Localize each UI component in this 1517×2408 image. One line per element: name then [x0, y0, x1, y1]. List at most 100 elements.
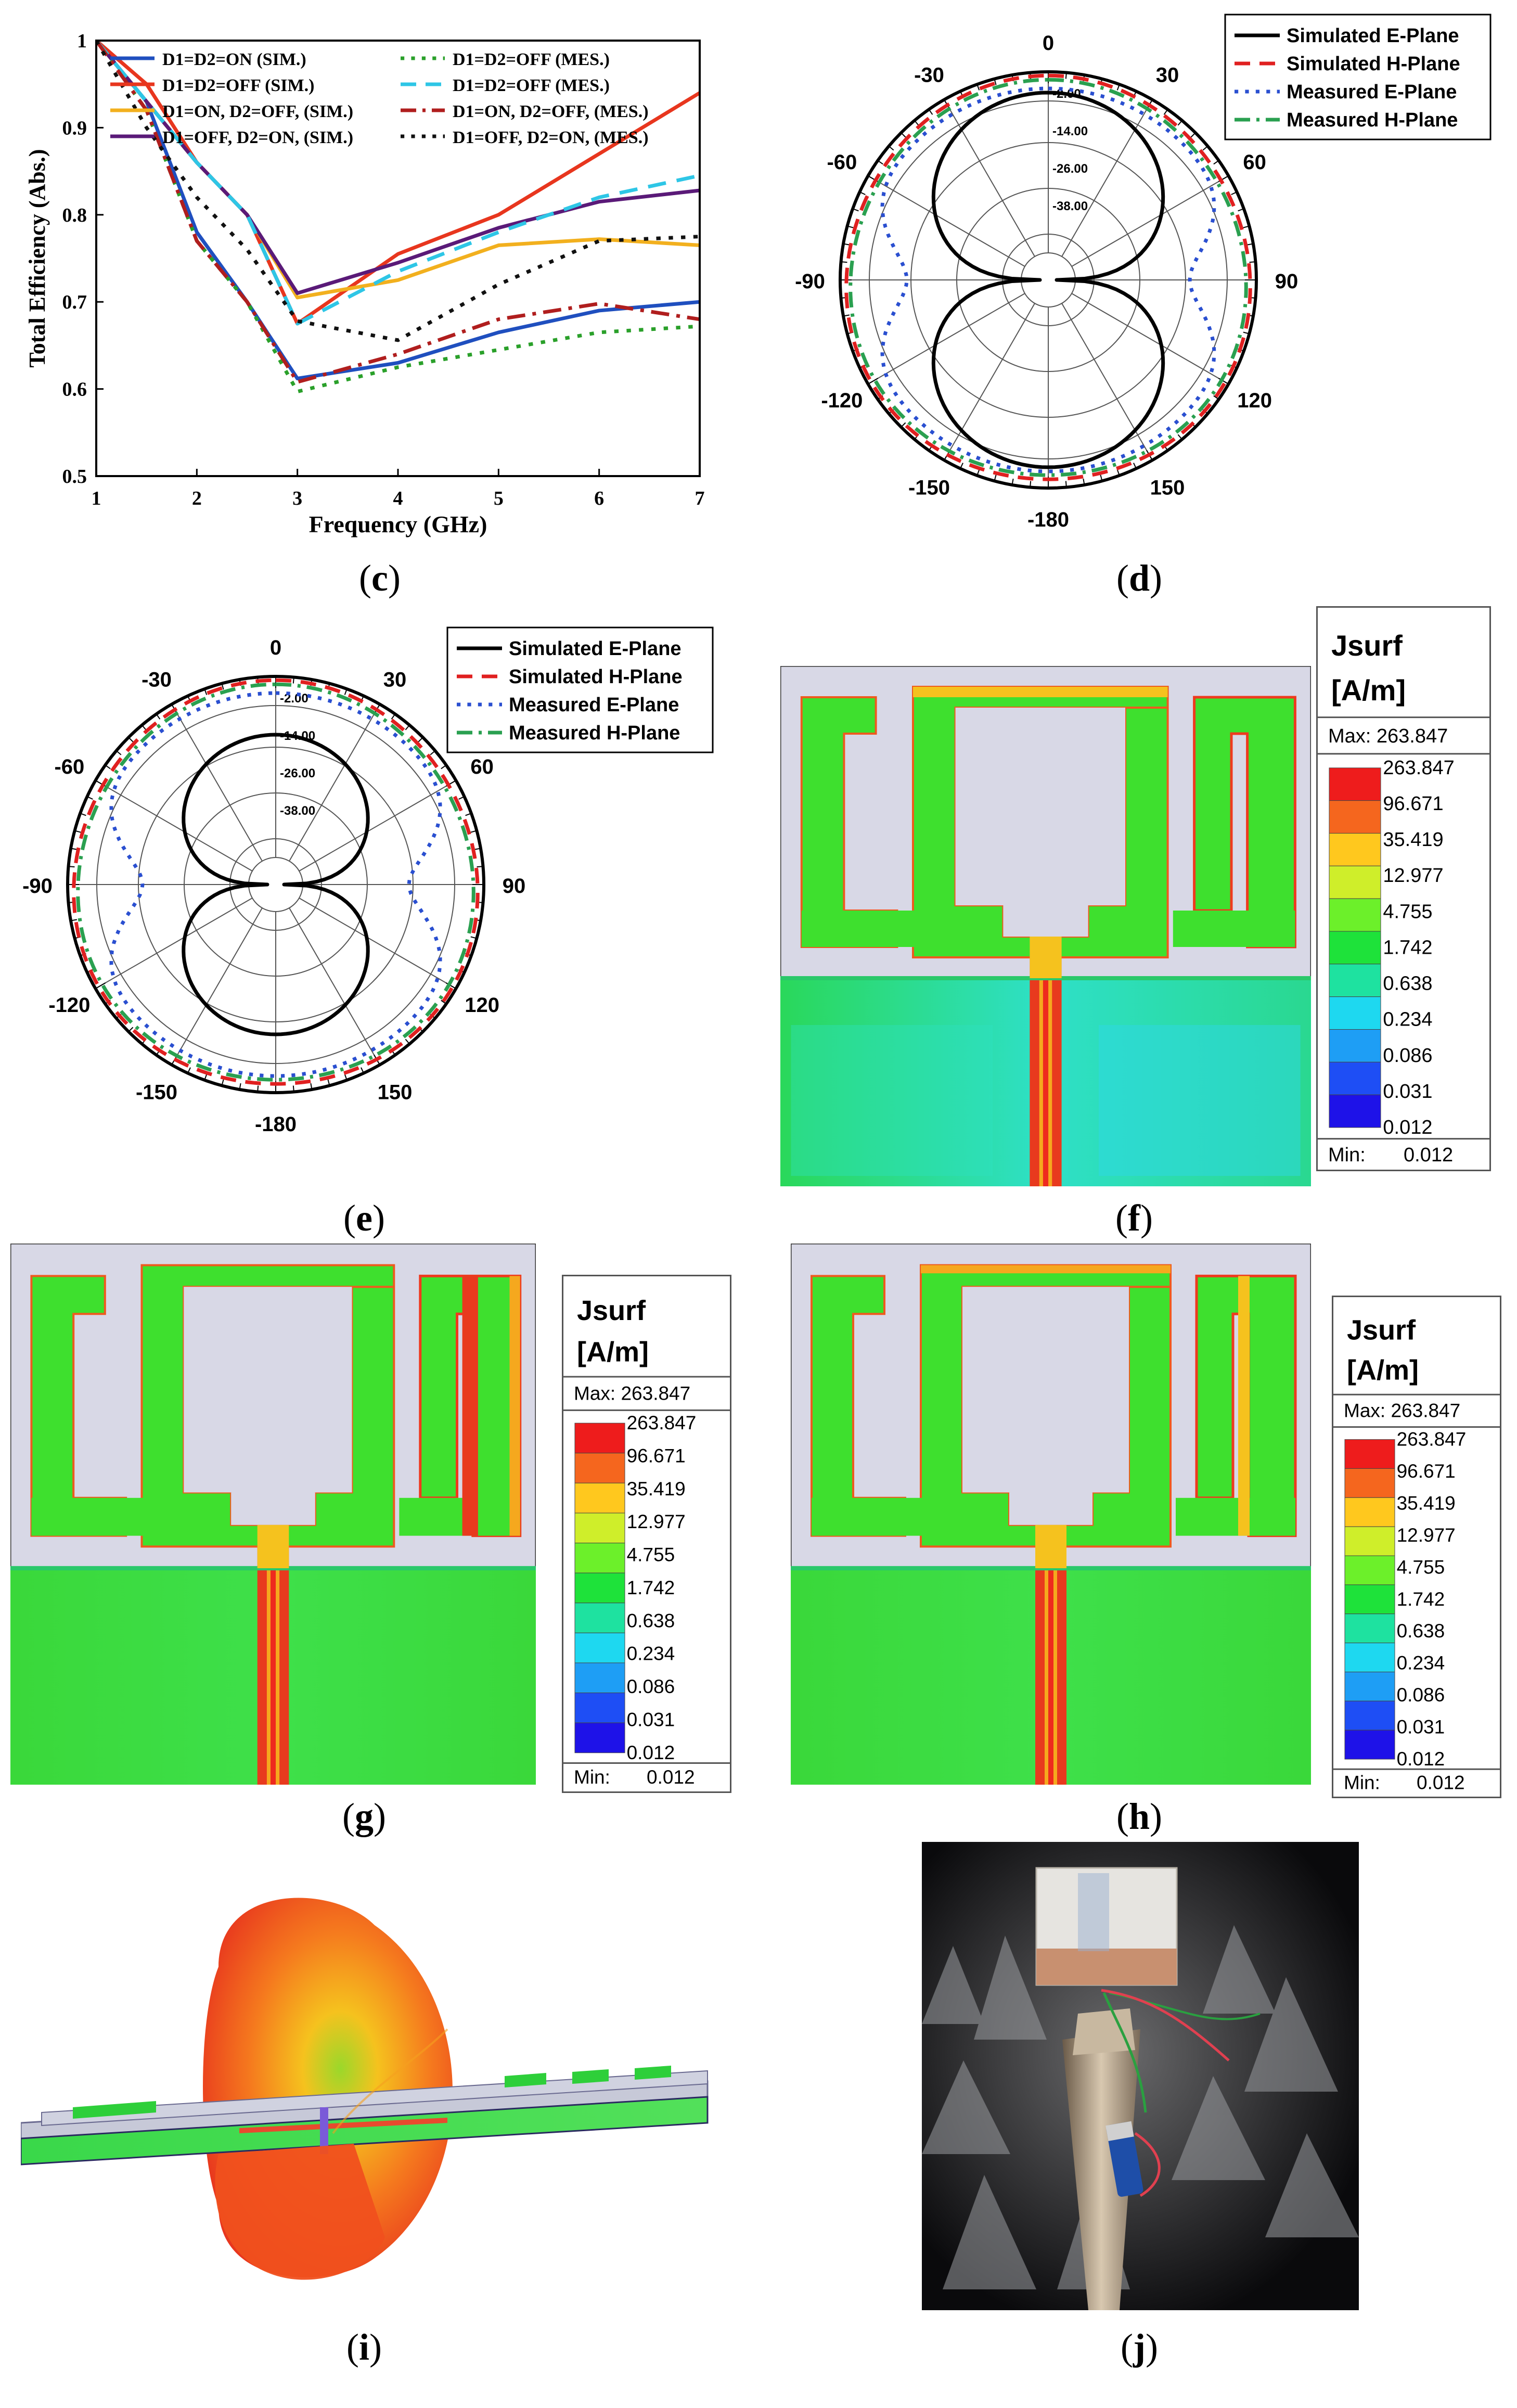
angle-tick-label: -30	[914, 63, 944, 86]
legend-label: Simulated H-Plane	[509, 666, 683, 688]
y-tick-label: 0.9	[62, 117, 87, 139]
grid-spoke	[171, 907, 263, 1065]
angle-tick-label: -180	[1027, 508, 1069, 531]
grid-tick	[1213, 395, 1219, 400]
angle-tick-label: -90	[795, 270, 825, 293]
series-line	[849, 78, 1248, 477]
grid-tick	[95, 982, 106, 989]
angle-tick-label: 120	[465, 994, 499, 1017]
colorbar-title: Jsurf	[1331, 629, 1403, 662]
grid-tick	[430, 750, 436, 755]
legend-label: Measured H-Plane	[509, 722, 680, 744]
feed-line	[320, 2107, 328, 2154]
ground-plane	[20, 2096, 709, 2166]
grid-tick	[74, 830, 81, 833]
grid-tick	[70, 919, 78, 921]
angle-tick-label: -150	[136, 1081, 177, 1104]
angle-tick-label: -150	[908, 477, 950, 499]
grid-tick	[221, 683, 224, 690]
colorbar-tick-label: 0.086	[1383, 1045, 1432, 1067]
antenna-patch	[73, 2101, 156, 2119]
y-tick-label: 0.6	[62, 379, 87, 401]
colorbar-swatch	[1344, 1439, 1395, 1469]
feed-line	[239, 2118, 447, 2133]
feed-line	[1048, 1525, 1053, 1785]
colorbar-tick-label: 12.977	[1397, 1525, 1456, 1546]
caption-g: (g)	[342, 1796, 386, 1837]
colorbar-tick-label: 96.671	[627, 1445, 686, 1467]
colorbar-swatch	[574, 1722, 625, 1753]
colorbar-swatch	[1329, 767, 1381, 801]
grid-tick	[1246, 243, 1254, 246]
x-tick-label: 4	[393, 488, 403, 509]
grid-tick	[344, 688, 348, 695]
caption-d: (d)	[1116, 557, 1162, 599]
lower-arm	[399, 1497, 520, 1536]
colorbar-tick-label: 0.086	[627, 1676, 675, 1697]
caption-h: (h)	[1116, 1796, 1162, 1837]
panel-j	[922, 1842, 1359, 2310]
legend-label: Measured E-Plane	[1287, 81, 1457, 103]
colorbar-tick-label: 35.419	[1383, 829, 1443, 851]
wire	[1102, 1992, 1147, 2113]
patch-slot	[962, 1287, 1129, 1493]
caption-i: (i)	[346, 2326, 382, 2368]
series-line	[76, 682, 475, 1082]
legend: D1=D2=ON (SIM.)D1=D2=OFF (SIM.)D1=ON, D2…	[110, 50, 649, 147]
angle-tick-label: -90	[22, 875, 53, 898]
grid-tick	[239, 1083, 241, 1090]
colorbar-tick-label: 4.755	[1397, 1556, 1445, 1578]
colorbar-swatch	[1329, 832, 1381, 866]
lower-arm	[31, 1497, 147, 1536]
series-line	[844, 73, 1252, 481]
grid-tick	[1100, 475, 1103, 481]
grid-tick	[204, 1074, 208, 1081]
grid-tick	[292, 677, 294, 684]
grid-tick	[292, 1085, 294, 1092]
grid-tick	[1116, 469, 1120, 476]
colorbar-min-value: 0.012	[1404, 1144, 1453, 1166]
series-line	[96, 41, 700, 381]
legend-label: D1=ON, D2=OFF, (MES.)	[453, 102, 649, 121]
colorbar-swatch	[1344, 1643, 1395, 1672]
series-group	[96, 41, 700, 394]
panel-f	[779, 665, 1312, 1187]
grid-spoke	[944, 99, 1035, 257]
series-line	[72, 678, 480, 1086]
angle-tick-label: -120	[48, 994, 90, 1017]
colorbar-tick-label: 0.012	[627, 1742, 675, 1763]
angle-tick-label: -180	[255, 1113, 297, 1136]
low-current-region	[1099, 1025, 1301, 1176]
colorbar-max-label: Max: 263.847	[1328, 725, 1448, 747]
grid-tick	[994, 79, 997, 85]
x-tick-label: 1	[92, 488, 101, 509]
grid-tick	[843, 314, 850, 317]
angle-tick-label: 150	[378, 1081, 413, 1104]
legend-label: Simulated H-Plane	[1287, 53, 1460, 75]
colorbar-tick-label: 0.638	[1397, 1620, 1445, 1642]
grid-spoke	[171, 704, 263, 862]
x-tick-label: 6	[594, 488, 604, 509]
grid-tick	[115, 750, 122, 755]
angle-tick-label: 30	[1156, 63, 1179, 86]
angle-tick-label: 30	[383, 668, 407, 691]
current-distribution-f	[779, 665, 1312, 1187]
colorbar-min-label: Min:	[1328, 1144, 1366, 1166]
radial-tick-label: -2.00	[280, 691, 308, 706]
colorbar-swatch	[1329, 931, 1381, 965]
colorbar-swatch	[574, 1693, 625, 1723]
colorbar-tick-label: 96.671	[1383, 793, 1443, 815]
grid-tick	[470, 830, 477, 833]
radial-tick-label: -38.00	[280, 804, 315, 818]
x-tick-label: 7	[695, 488, 705, 509]
grid-tick	[843, 243, 850, 246]
colorbar-swatch	[1329, 996, 1381, 1030]
current-distribution-g	[9, 1243, 537, 1786]
ground-edge	[791, 1566, 1311, 1571]
angle-tick-label: 0	[270, 636, 281, 659]
colorbar-tick-label: 0.012	[1397, 1748, 1445, 1770]
caption-j: (j)	[1121, 2326, 1158, 2368]
panel-h	[790, 1243, 1312, 1786]
